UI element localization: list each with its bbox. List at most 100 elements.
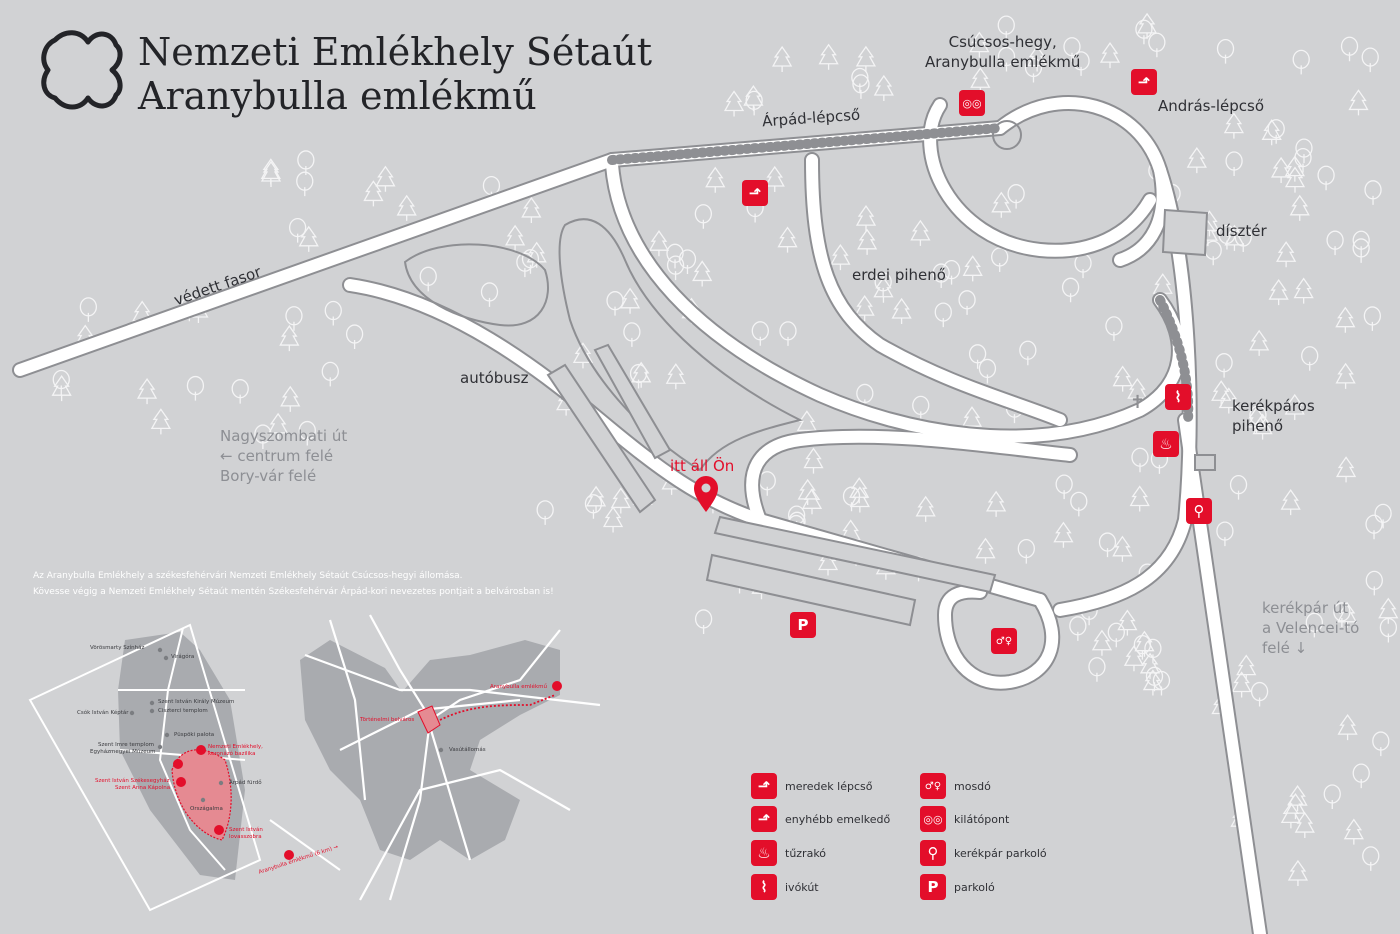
deciduous-tree-icon	[1105, 316, 1123, 341]
conifer-tree-icon	[962, 255, 983, 282]
steep-stairs-icon[interactable]: ⬏	[1131, 69, 1157, 95]
deciduous-tree-icon	[968, 344, 987, 369]
deciduous-tree-icon	[584, 494, 603, 519]
city-label: Püspöki palota	[174, 732, 215, 738]
conifer-tree-icon	[772, 45, 793, 72]
deciduous-tree-icon	[606, 291, 624, 316]
you-are-here-pin-icon[interactable]	[694, 476, 718, 512]
legend-item: ⬏ enyhébb emelkedő	[751, 806, 890, 832]
toilet-icon[interactable]: ♂♀	[991, 628, 1017, 654]
legend-label: meredek lépcső	[785, 779, 873, 793]
conifer-tree-icon	[363, 180, 384, 207]
conifer-tree-icon	[1236, 654, 1257, 681]
deciduous-tree-icon	[1362, 846, 1380, 871]
deciduous-tree-icon	[1365, 514, 1383, 540]
region-inset-map	[300, 614, 601, 901]
conifer-tree-icon	[801, 488, 823, 515]
drinking-fountain-icon[interactable]: ⌇	[1165, 384, 1191, 410]
deciduous-tree-icon	[1024, 57, 1043, 83]
deciduous-tree-icon	[1352, 763, 1370, 789]
deciduous-tree-icon	[1292, 49, 1310, 75]
conifer-tree-icon	[51, 375, 72, 402]
conifer-tree-icon	[1231, 671, 1252, 698]
city-label: Szent Imre templom	[98, 742, 155, 748]
legend-item: P parkoló	[920, 874, 995, 900]
label-kerekparos-piheno: kerékpáros pihenő	[1232, 397, 1315, 435]
conifer-tree-icon	[260, 160, 282, 188]
deciduous-tree-icon	[694, 609, 713, 634]
parking-icon: P	[920, 874, 946, 900]
deciduous-tree-icon	[1372, 731, 1390, 757]
label-csucsos-hegy: Csúcsos-hegy, Aranybulla emlékmű	[925, 33, 1081, 71]
deciduous-tree-icon	[1017, 538, 1035, 564]
conifer-tree-icon	[849, 477, 870, 504]
city-label-red: Szent István	[229, 827, 263, 833]
deciduous-tree-icon	[1131, 447, 1149, 473]
legend-item: ◎◎ kilátópont	[920, 806, 1009, 832]
conifer-tree-icon	[619, 287, 641, 314]
conifer-tree-icon	[818, 43, 839, 70]
conifer-tree-icon	[1129, 485, 1150, 512]
city-label: Árpád fürdő	[229, 780, 262, 786]
gentle-slope-icon[interactable]: ⬏	[742, 180, 768, 206]
campfire-icon[interactable]: ♨	[1153, 431, 1179, 457]
deciduous-tree-icon	[288, 217, 307, 243]
deciduous-tree-icon	[1074, 253, 1092, 279]
conifer-tree-icon	[1284, 155, 1305, 182]
conifer-tree-icon	[969, 31, 990, 58]
deciduous-tree-icon	[1144, 638, 1162, 664]
viewpoint-icon[interactable]: ◎◎	[959, 90, 985, 116]
conifer-tree-icon	[150, 408, 171, 435]
deciduous-tree-icon	[851, 67, 869, 93]
conifer-tree-icon	[1224, 224, 1245, 251]
conifer-tree-icon	[830, 243, 851, 271]
deciduous-tree-icon	[1135, 19, 1153, 45]
deciduous-tree-icon	[1295, 138, 1313, 164]
conifer-tree-icon	[1287, 784, 1308, 812]
conifer-tree-icon	[705, 166, 726, 193]
conifer-tree-icon	[1211, 380, 1232, 407]
city-label-red: Szent Anna Kápolna	[115, 785, 171, 791]
city-label-red: koronázó bazilika	[208, 751, 256, 757]
deciduous-tree-icon	[1063, 37, 1081, 62]
conifer-tree-icon	[1091, 629, 1113, 656]
legend-label: kilátópont	[954, 812, 1010, 826]
deciduous-tree-icon	[1301, 346, 1319, 371]
label-erdei-piheno: erdei pihenő	[852, 266, 946, 284]
conifer-tree-icon	[1053, 521, 1074, 548]
deciduous-tree-icon	[79, 297, 98, 322]
conifer-tree-icon	[572, 342, 594, 369]
conifer-tree-icon	[856, 228, 878, 255]
viewpoint-icon: ◎◎	[920, 806, 946, 832]
conifer-tree-icon	[665, 363, 686, 390]
deciduous-tree-icon	[942, 260, 961, 285]
parking-icon[interactable]: P	[790, 612, 816, 638]
conifer-tree-icon	[777, 226, 798, 253]
deciduous-tree-icon	[480, 282, 499, 307]
conifer-tree-icon	[1117, 609, 1138, 636]
deciduous-tree-icon	[1365, 570, 1383, 596]
legend-item: ♨ tűzrakó	[751, 840, 826, 866]
legend-item: ♂♀ mosdó	[920, 773, 991, 799]
page-title-line1: Nemzeti Emlékhely Sétaút	[138, 30, 653, 74]
deciduous-tree-icon	[629, 363, 648, 389]
conifer-tree-icon	[375, 165, 396, 192]
deciduous-tree-icon	[1216, 521, 1234, 547]
city-label: Virágóra	[171, 654, 195, 660]
conifer-tree-icon	[849, 486, 870, 513]
conifer-tree-icon	[1112, 535, 1133, 562]
conifer-tree-icon	[915, 495, 936, 522]
parking-bays	[546, 208, 1216, 627]
deciduous-tree-icon	[1055, 474, 1073, 500]
deciduous-tree-icon	[298, 420, 316, 446]
conifer-tree-icon	[975, 537, 996, 564]
legend-label: mosdó	[954, 779, 991, 793]
deciduous-tree-icon	[1333, 602, 1351, 627]
intro-line2: Kövesse végig a Nemzeti Emlékhely Sétaút…	[33, 587, 554, 597]
conifer-tree-icon	[504, 224, 526, 251]
deciduous-tree-icon	[694, 204, 713, 229]
conifer-tree-icon	[1284, 166, 1306, 193]
bike-parking-icon[interactable]: ⚲	[1186, 498, 1212, 524]
conifer-tree-icon	[585, 485, 607, 512]
